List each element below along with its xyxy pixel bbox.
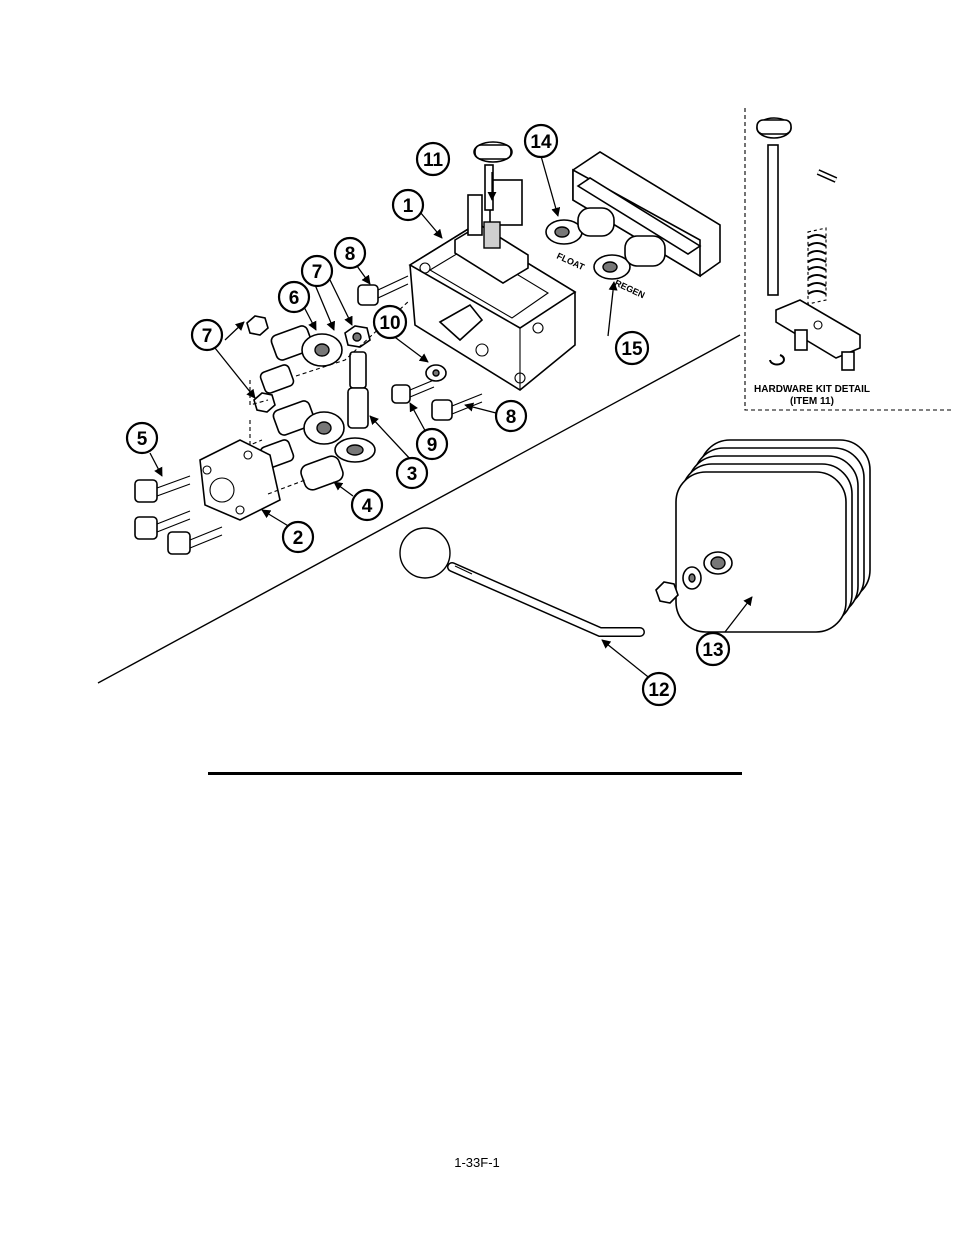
handle-rod xyxy=(447,562,645,637)
kit-spring xyxy=(807,227,827,305)
regen-label: REGEN xyxy=(613,278,646,301)
callout-15: 15 xyxy=(614,330,650,366)
rod-end-lower xyxy=(259,400,345,469)
callout-11: 11 xyxy=(415,141,451,177)
svg-text:3: 3 xyxy=(407,464,418,485)
svg-text:5: 5 xyxy=(137,429,148,450)
hardware-kit-assembly xyxy=(454,141,529,284)
svg-text:13: 13 xyxy=(702,640,723,661)
callout-7-center: 7 xyxy=(300,254,334,288)
horizontal-rule xyxy=(208,772,742,775)
assembly-line-d xyxy=(249,420,263,446)
rod-end-upper xyxy=(259,325,343,394)
svg-text:7: 7 xyxy=(312,262,323,283)
washer-10 xyxy=(425,364,447,382)
stud xyxy=(347,351,369,429)
kit-caption-line1: HARDWARE KIT DETAIL xyxy=(754,384,870,395)
rod-end-bottom xyxy=(300,437,376,491)
kit-bracket xyxy=(775,299,861,371)
handle-ball xyxy=(399,527,451,579)
callout-2: 2 xyxy=(281,520,315,554)
callout-8-lower: 8 xyxy=(494,399,528,433)
svg-text:14: 14 xyxy=(530,132,552,153)
svg-text:8: 8 xyxy=(345,244,356,265)
svg-text:1: 1 xyxy=(403,196,414,217)
svg-text:11: 11 xyxy=(423,150,444,171)
callout-9: 9 xyxy=(415,427,449,461)
boot-nut xyxy=(655,581,679,604)
callout-6: 6 xyxy=(277,280,311,314)
kit-knob-pin xyxy=(756,117,792,296)
hex-nut-upper xyxy=(246,315,269,336)
svg-text:15: 15 xyxy=(621,339,643,360)
cap-screw-8-upper xyxy=(357,275,409,306)
boot-washer xyxy=(682,566,702,590)
svg-text:10: 10 xyxy=(379,313,400,334)
callout-14: 14 xyxy=(523,123,559,159)
valve-housing xyxy=(408,227,577,391)
assembly-line-a xyxy=(249,380,269,406)
rod-end-regen: REGEN xyxy=(593,235,666,301)
cylinder-assembly: FLOAT REGEN xyxy=(545,151,721,301)
callout-10: 10 xyxy=(372,304,408,340)
kit-caption-line2: (ITEM 11) xyxy=(790,396,834,407)
page-number: 1-33F-1 xyxy=(454,1155,500,1170)
callout-5: 5 xyxy=(125,421,159,455)
leader-lines xyxy=(149,155,753,681)
callout-8-upper: 8 xyxy=(333,236,367,270)
svg-text:6: 6 xyxy=(289,288,300,309)
svg-text:9: 9 xyxy=(427,435,438,456)
callout-4: 4 xyxy=(350,488,384,522)
mounting-block xyxy=(199,439,281,521)
cap-screw-2 xyxy=(134,510,191,540)
exploded-parts-diagram: FLOAT REGEN xyxy=(97,108,954,707)
callout-3: 3 xyxy=(395,456,429,490)
cap-screw-1 xyxy=(134,475,191,503)
hex-nut-lower xyxy=(253,392,276,413)
cap-screw-8-lower xyxy=(431,393,483,421)
callout-1: 1 xyxy=(391,188,425,222)
svg-text:12: 12 xyxy=(648,680,669,701)
cap-screw-3 xyxy=(167,526,223,555)
hex-nut-center xyxy=(344,325,371,348)
assembly-line-b xyxy=(295,299,411,377)
svg-text:4: 4 xyxy=(362,496,373,517)
float-label: FLOAT xyxy=(555,251,586,273)
svg-text:7: 7 xyxy=(202,326,213,347)
rubber-boot xyxy=(675,439,871,633)
baseline-divider xyxy=(97,334,741,684)
screw-9 xyxy=(391,379,435,404)
hardware-kit-detail-frame xyxy=(744,108,954,411)
svg-text:2: 2 xyxy=(293,528,304,549)
callout-13: 13 xyxy=(695,631,731,667)
callout-7-left: 7 xyxy=(190,318,224,352)
kit-roll-pin xyxy=(816,169,838,183)
svg-text:8: 8 xyxy=(506,407,517,428)
kit-retaining-ring xyxy=(769,354,785,366)
callout-12: 12 xyxy=(641,671,677,707)
